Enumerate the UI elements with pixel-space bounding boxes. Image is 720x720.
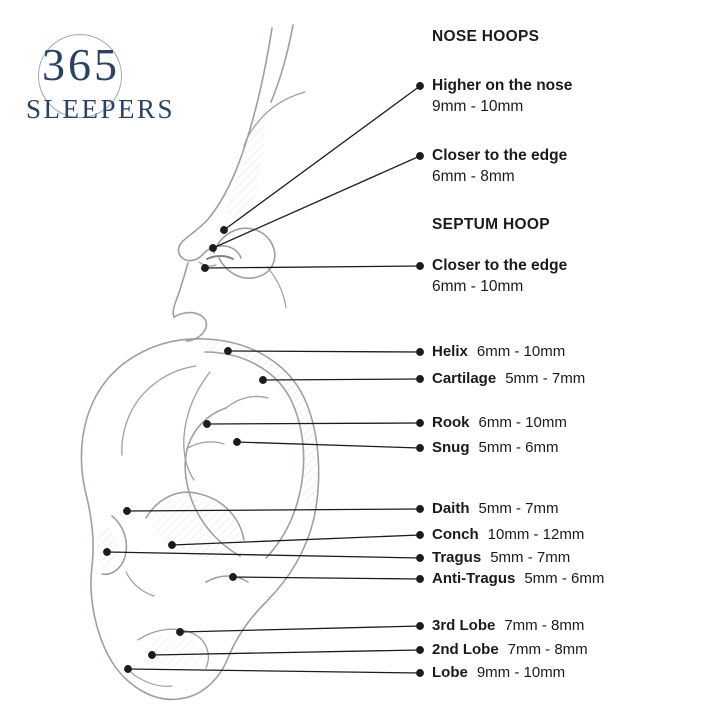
label-closer-to-edge-septum: Closer to the edge 6mm - 10mm: [432, 255, 567, 297]
label-text: Snug: [432, 439, 470, 456]
label-size: 5mm - 7mm: [490, 549, 571, 566]
label-text: Cartilage: [432, 370, 497, 387]
label-size: 5mm - 6mm: [524, 570, 605, 587]
label-size: 10mm - 12mm: [487, 526, 585, 543]
label-text: Anti-Tragus: [432, 570, 516, 587]
label-3rd-lobe: 3rd Lobe 7mm - 8mm: [432, 616, 584, 636]
label-text: Lobe: [432, 664, 468, 681]
logo-brand: SLEEPERS: [26, 94, 176, 124]
ear-callout-lines: [103, 347, 424, 677]
label-text: Tragus: [432, 549, 482, 566]
label-size: 5mm - 6mm: [478, 439, 559, 456]
label-conch: Conch 10mm - 12mm: [432, 525, 584, 545]
label-text: Closer to the edge: [432, 147, 568, 164]
logo-circle: [38, 34, 122, 118]
label-higher-on-nose: Higher on the nose 9mm - 10mm: [432, 75, 572, 117]
label-size: 6mm - 10mm: [478, 414, 567, 431]
label-rook: Rook 6mm - 10mm: [432, 413, 567, 433]
label-anti-tragus: Anti-Tragus 5mm - 6mm: [432, 569, 604, 589]
label-daith: Daith 5mm - 7mm: [432, 499, 559, 519]
label-cartilage: Cartilage 5mm - 7mm: [432, 369, 585, 389]
label-size: 7mm - 8mm: [504, 617, 585, 634]
logo-number: 365: [42, 39, 120, 90]
label-size: 6mm - 8mm: [432, 168, 515, 185]
label-size: 6mm - 10mm: [432, 278, 524, 295]
label-size: 6mm - 10mm: [476, 343, 566, 360]
label-text: 2nd Lobe: [432, 641, 499, 658]
label-text: 3rd Lobe: [432, 617, 496, 634]
label-text: Helix: [432, 343, 468, 360]
label-tragus: Tragus 5mm - 7mm: [432, 548, 570, 568]
septum-hoop-heading: SEPTUM HOOP: [432, 216, 550, 233]
ear-sketch: [80, 338, 320, 701]
label-size: 5mm - 7mm: [505, 370, 586, 387]
label-text: Daith: [432, 500, 470, 517]
label-lobe: Lobe 9mm - 10mm: [432, 663, 565, 683]
label-size: 9mm - 10mm: [432, 98, 524, 115]
label-size: 7mm - 8mm: [507, 641, 588, 658]
nose-callout-lines: [201, 82, 424, 272]
label-closer-to-edge-nose: Closer to the edge 6mm - 8mm: [432, 145, 567, 187]
label-size: 9mm - 10mm: [476, 664, 566, 681]
label-text: Higher on the nose: [432, 77, 573, 94]
label-text: Closer to the edge: [432, 257, 568, 274]
label-text: Conch: [432, 526, 479, 543]
label-text: Rook: [432, 414, 470, 431]
brand-logo: 365 SLEEPERS: [26, 28, 196, 133]
nose-hoops-heading: NOSE HOOPS: [432, 28, 540, 45]
label-size: 5mm - 7mm: [478, 500, 559, 517]
label-2nd-lobe: 2nd Lobe 7mm - 8mm: [432, 640, 588, 660]
nose-sketch: [172, 24, 306, 342]
label-helix: Helix 6mm - 10mm: [432, 342, 565, 362]
label-snug: Snug 5mm - 6mm: [432, 438, 559, 458]
